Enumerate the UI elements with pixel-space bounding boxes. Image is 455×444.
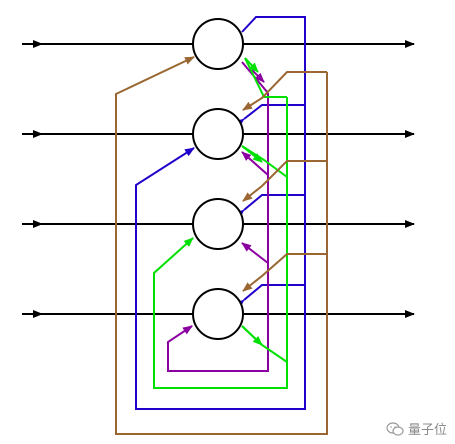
brown-bus [115, 56, 328, 435]
blue-to-bus-4 [234, 284, 305, 309]
brown-to-3 [242, 253, 327, 292]
feedback-neuron-1 [135, 16, 306, 410]
brown-to-2 [242, 160, 327, 202]
brown-to-1 [242, 71, 327, 111]
blue-bus [135, 16, 306, 410]
signal-lines [22, 40, 415, 318]
neuron-4 [192, 288, 244, 340]
neurons [192, 18, 244, 340]
feedback-neuron-3 [153, 57, 288, 389]
watermark-text: 量子位 [407, 423, 447, 438]
blue-out-1 [241, 16, 278, 33]
blue-to-bus-2 [234, 104, 305, 128]
purple-to-2 [241, 151, 269, 176]
green-arrow-2 [241, 145, 263, 163]
purple-bus [167, 93, 269, 372]
green-arrow-4 [241, 325, 263, 346]
watermark: 量子位 [386, 419, 447, 438]
blue-to-bus-3 [234, 194, 305, 219]
green-bus [153, 97, 288, 389]
neuron-1 [192, 18, 244, 70]
feedback-neuron-4 [115, 56, 328, 435]
neuron-2 [192, 108, 244, 160]
wechat-bubble-icon [386, 421, 404, 436]
green-arrow-1 [244, 57, 259, 73]
purple-to-3 [241, 242, 269, 264]
neuron-3 [192, 198, 244, 250]
